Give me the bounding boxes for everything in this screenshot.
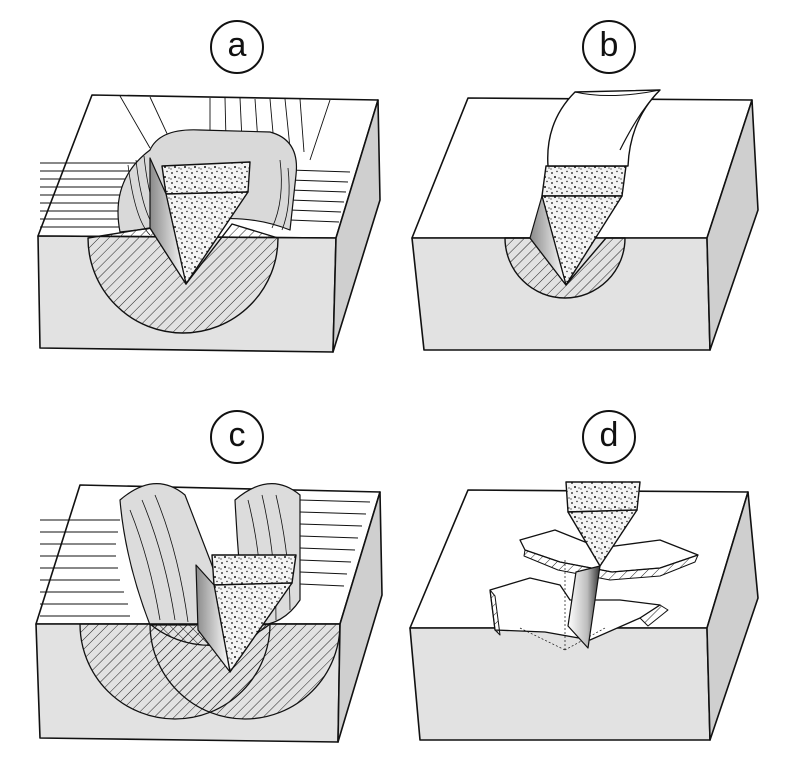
- panel-d-block: [409, 481, 759, 741]
- panel-a-label: a: [210, 20, 264, 74]
- panel-a-block: [37, 94, 381, 353]
- panel-d-label-text: d: [599, 416, 619, 454]
- panel-c-label-text: c: [228, 416, 246, 454]
- panel-b-label: b: [582, 20, 636, 74]
- panel-b-block: [411, 89, 759, 351]
- panel-b-label-text: b: [599, 26, 619, 64]
- panel-c-block: [35, 483, 383, 743]
- panel-c-label: c: [210, 410, 264, 464]
- panel-a-label-text: a: [227, 26, 247, 64]
- panel-d-label: d: [582, 410, 636, 464]
